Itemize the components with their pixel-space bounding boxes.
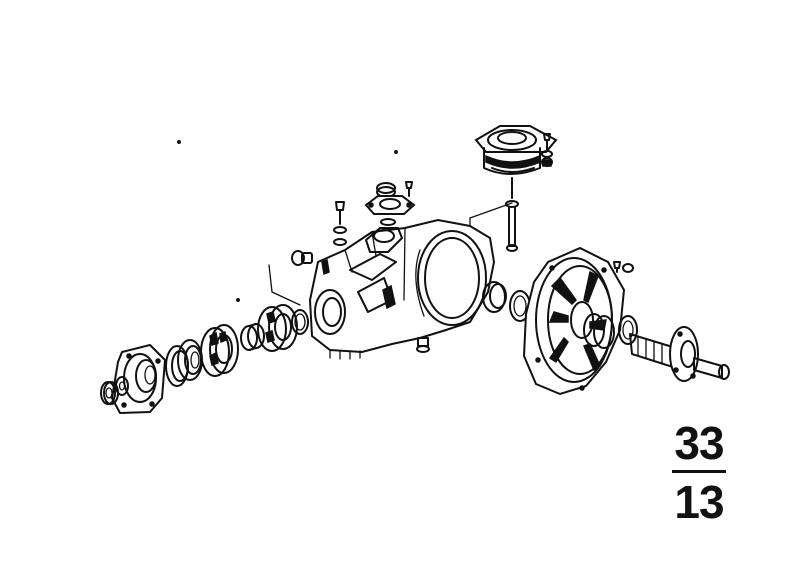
scan-marks bbox=[177, 140, 398, 302]
subgroup-number: 13 bbox=[674, 476, 724, 528]
pinion-bearing-icon bbox=[257, 304, 298, 352]
bearing-icon bbox=[200, 324, 239, 377]
differential-housing-icon bbox=[308, 218, 496, 360]
fraction-bar bbox=[672, 470, 726, 473]
page-number: 33 13 bbox=[668, 420, 730, 525]
top-cover-icon bbox=[364, 181, 416, 226]
output-flange-icon bbox=[583, 313, 730, 382]
drive-flange-icon bbox=[111, 344, 166, 414]
shaft-seal-icon bbox=[482, 281, 531, 322]
bolt-icon bbox=[291, 201, 430, 353]
rubber-mount-icon bbox=[474, 125, 558, 252]
housing-cover-icon bbox=[522, 246, 634, 396]
shaft-seal-icon bbox=[165, 339, 203, 387]
spacer-ring-icon bbox=[240, 323, 265, 351]
o-ring-icon bbox=[291, 309, 309, 335]
group-number: 33 bbox=[674, 417, 724, 469]
